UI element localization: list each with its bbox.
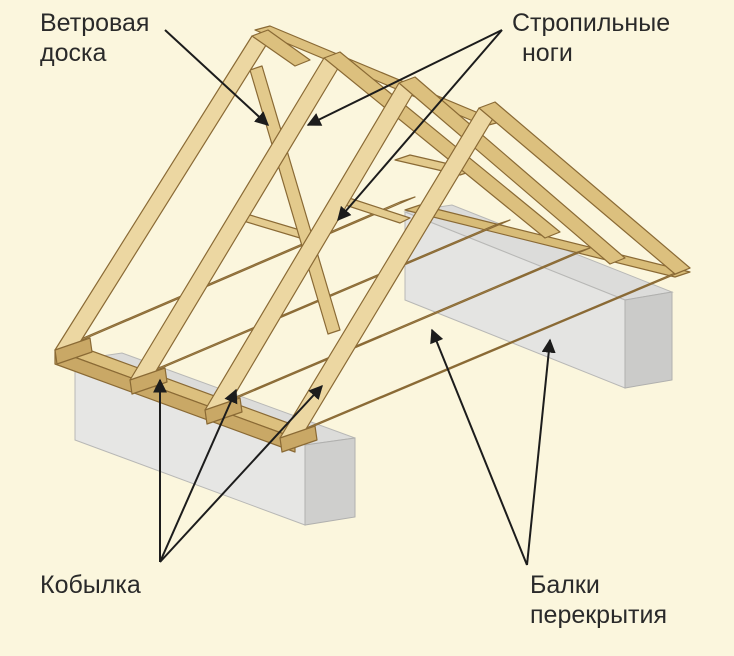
arrow-kobylka-3 bbox=[159, 384, 323, 563]
label-wind-board-line-1: Ветровая bbox=[40, 9, 150, 37]
label-rafters: Стропильные ноги bbox=[512, 8, 670, 68]
rafter-3-right bbox=[398, 76, 626, 265]
arrow-wind-board bbox=[164, 29, 270, 126]
leader-arrows bbox=[153, 29, 556, 566]
arrow-rafter-2 bbox=[337, 29, 503, 222]
label-wind-board: Ветровая доска bbox=[40, 8, 149, 68]
kobylka-1 bbox=[54, 337, 93, 365]
label-rafters-line-1: Стропильные bbox=[512, 9, 671, 37]
rafter-2-right bbox=[323, 51, 561, 239]
rafter-1-left bbox=[54, 35, 269, 356]
arrow-beam-2 bbox=[526, 338, 556, 566]
kobylka-4 bbox=[279, 425, 318, 453]
label-kobylka: Кобылка bbox=[40, 570, 141, 600]
rafter-4-right bbox=[478, 101, 691, 275]
arrow-rafter-1 bbox=[306, 29, 503, 126]
label-beams-line-1: Балки bbox=[530, 571, 600, 599]
arrow-beam-1 bbox=[430, 328, 528, 566]
rafter-1-right bbox=[251, 29, 311, 67]
masonry-walls bbox=[74, 204, 674, 526]
front-wall-end bbox=[304, 437, 356, 526]
label-wind-board-line-2: доска bbox=[40, 39, 107, 67]
arrow-kobylka-2 bbox=[159, 388, 238, 563]
label-beams: Балки перекрытия bbox=[530, 570, 667, 630]
roof-frame bbox=[54, 25, 691, 453]
label-beams-line-2: перекрытия bbox=[530, 601, 668, 629]
kobylka-2 bbox=[129, 367, 168, 395]
back-wall-end bbox=[624, 291, 673, 389]
label-rafters-line-2: ноги bbox=[522, 39, 573, 67]
label-kobylka-line-1: Кобылка bbox=[40, 571, 141, 599]
